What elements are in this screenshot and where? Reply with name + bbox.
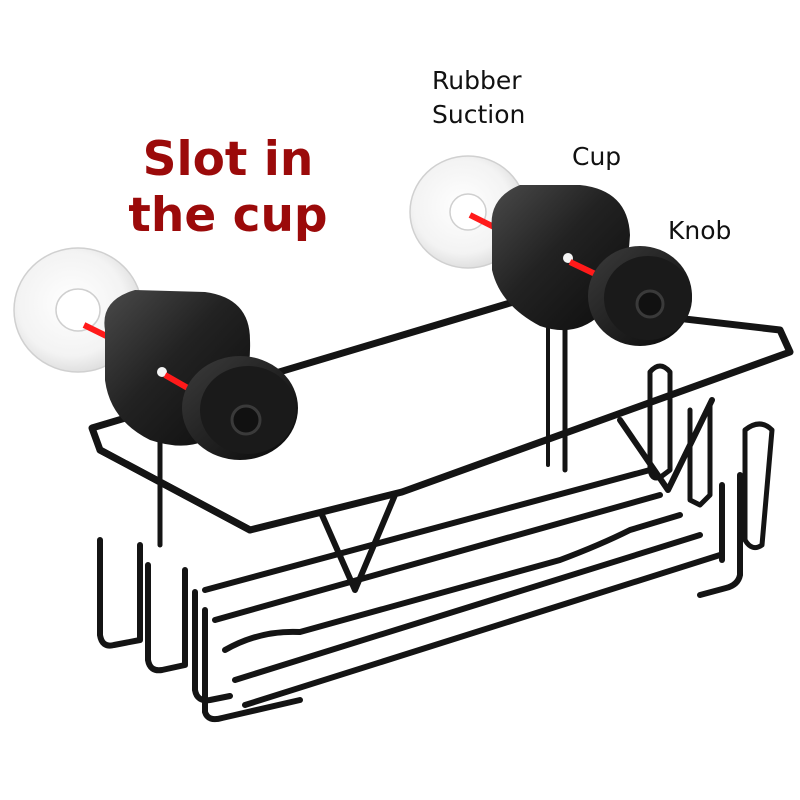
right-suction-assembly <box>409 155 692 346</box>
rubber-suction-line-1: Rubber <box>432 66 522 95</box>
rubber-suction-line-2: Suction <box>432 100 526 129</box>
basket-floor <box>202 467 653 593</box>
slot-in-the-cup-title: Slot in the cup <box>108 132 348 244</box>
rubber-suction-label: Rubber Suction <box>432 64 525 132</box>
left-suction-assembly <box>13 247 298 460</box>
wire-basket <box>88 296 794 723</box>
basket-front-wall <box>97 537 143 649</box>
v-support-right <box>617 397 715 493</box>
knob-label: Knob <box>668 216 732 245</box>
cup-label: Cup <box>572 142 622 171</box>
v-support-left <box>319 492 398 593</box>
slot-title-line-1: Slot in <box>142 132 314 187</box>
slot-title-line-2: the cup <box>128 188 328 243</box>
basket-back-wall <box>647 363 673 481</box>
